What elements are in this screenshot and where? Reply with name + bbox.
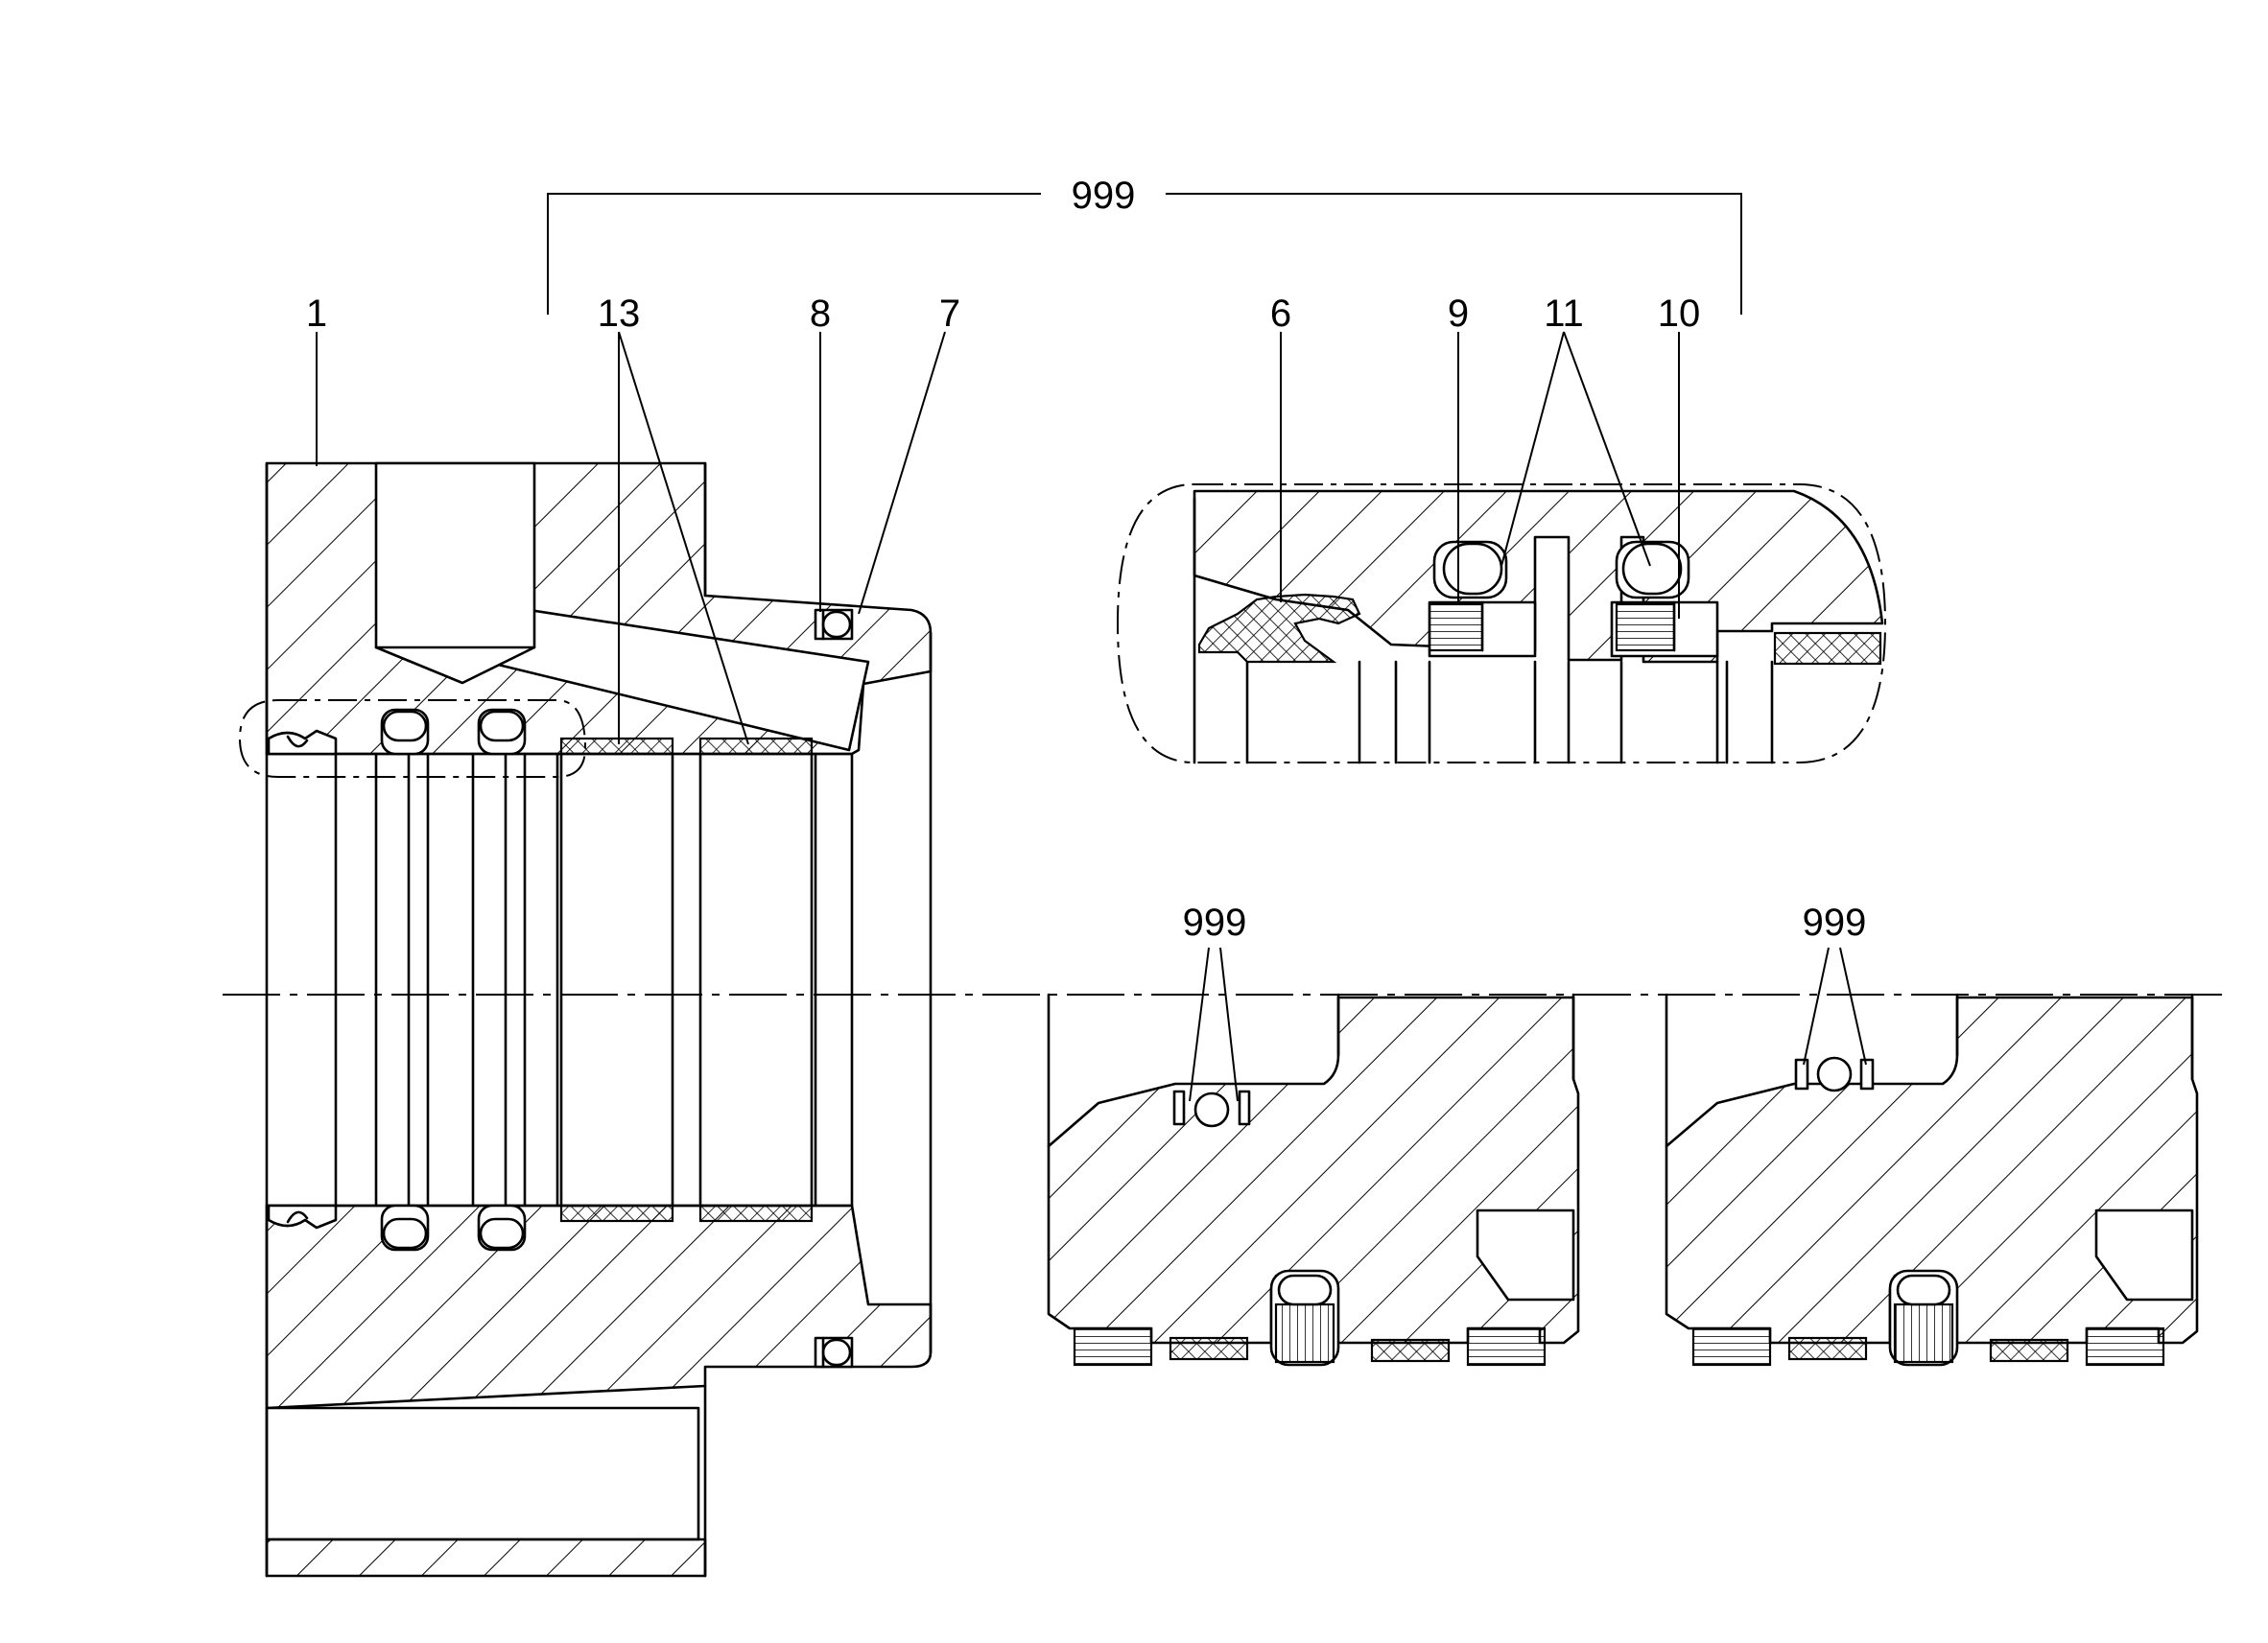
label-8: 8	[810, 293, 831, 335]
label-6: 6	[1270, 293, 1291, 335]
oring-7-top	[814, 608, 854, 641]
wiper-seal-bottom	[267, 1204, 338, 1230]
label-1: 1	[306, 293, 327, 335]
detail-view	[1116, 483, 1887, 764]
leaders-main	[316, 331, 946, 745]
oring-upper-1	[380, 708, 430, 756]
guide-band-1	[559, 737, 674, 1223]
leader-b-2	[1839, 947, 1867, 1066]
variant-b	[1665, 993, 2199, 1367]
bore-grooves	[334, 752, 854, 1208]
leaders-detail	[1280, 331, 1680, 619]
label-11: 11	[1544, 293, 1584, 335]
oring-lower-2	[477, 1204, 527, 1252]
oring-7-bottom	[814, 1336, 854, 1369]
group-bracket	[547, 193, 1742, 315]
label-variant-b-999: 999	[1803, 902, 1867, 944]
label-variant-a-999: 999	[1183, 902, 1247, 944]
oring-upper-2	[477, 708, 527, 756]
label-13: 13	[598, 293, 641, 335]
wiper-seal-top	[267, 729, 338, 756]
leader-a-2	[1219, 947, 1239, 1102]
label-999-group: 999	[1072, 175, 1136, 217]
label-9: 9	[1448, 293, 1469, 335]
leader-a-1	[1189, 947, 1210, 1102]
label-7: 7	[939, 293, 960, 335]
label-10: 10	[1658, 293, 1701, 335]
variant-a	[1047, 993, 1580, 1367]
oring-lower-1	[380, 1204, 430, 1252]
leader-b-1	[1803, 947, 1830, 1066]
detail-marker	[238, 699, 587, 778]
guide-band-2	[698, 737, 814, 1223]
